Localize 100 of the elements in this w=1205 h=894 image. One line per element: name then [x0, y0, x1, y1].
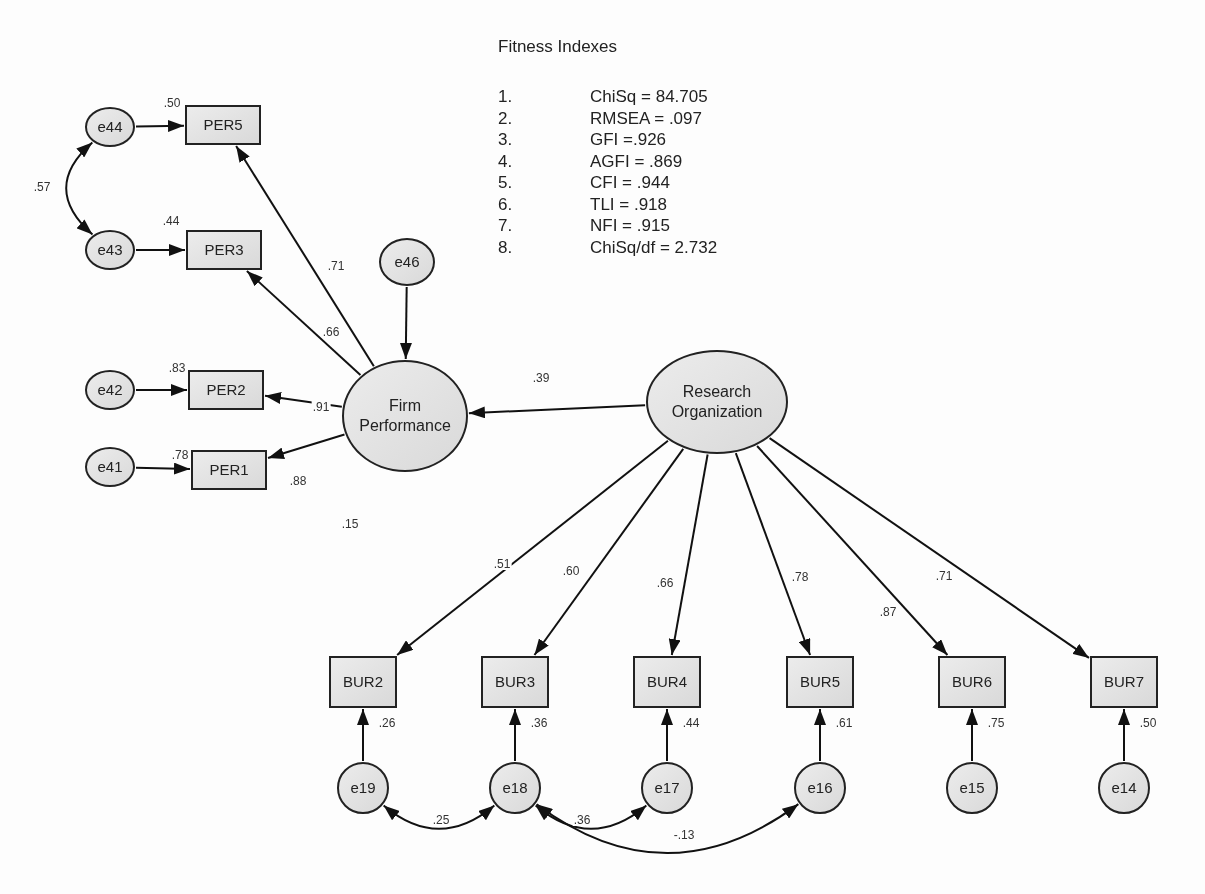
arrow [399, 286, 412, 360]
arrow [135, 119, 185, 132]
edge-label: .88 [288, 475, 308, 487]
squared-multiple-correlation: .50 [1139, 717, 1157, 729]
arrow [509, 708, 521, 762]
observed-variable-box [186, 230, 262, 270]
fit-index-value: TLI = .918 [590, 193, 669, 215]
error-term-name: e43 [97, 240, 123, 260]
observed-variable-box [786, 656, 854, 708]
squared-multiple-correlation: .36 [530, 717, 548, 729]
arrow [966, 708, 978, 762]
arrow [235, 145, 375, 368]
edge-label: .66 [655, 577, 675, 589]
arrow [245, 270, 362, 377]
variable-name: PER3 [204, 240, 244, 260]
variable-name: BUR5 [800, 672, 840, 692]
arrow [661, 708, 673, 762]
edge-label: -.13 [672, 829, 696, 841]
error-term-circle [946, 762, 998, 814]
observed-variable-box [188, 370, 264, 410]
observed-variable-box [633, 656, 701, 708]
list-number: 5. [498, 172, 514, 194]
list-number: 2. [498, 107, 514, 129]
error-term-name: e41 [97, 457, 123, 477]
arrow [135, 244, 186, 256]
variable-name: BUR3 [495, 672, 535, 692]
squared-multiple-correlation: .75 [987, 717, 1005, 729]
error-term-circle [379, 238, 435, 286]
list-number: 7. [498, 215, 514, 237]
double-headed-arrow [382, 804, 496, 830]
latent-variable-name: Research Organization [670, 382, 764, 422]
observed-variable-box [185, 105, 261, 145]
double-headed-arrow [534, 804, 648, 830]
arrow [734, 452, 812, 656]
list-number: 4. [498, 150, 514, 172]
arrow [1118, 708, 1130, 762]
edge-label: .71 [934, 570, 954, 582]
arrow [668, 453, 709, 656]
squared-multiple-correlation: .44 [682, 717, 700, 729]
error-term-name: e17 [654, 778, 680, 798]
list-number: 3. [498, 129, 514, 151]
arrow [756, 445, 949, 656]
error-term-circle [85, 447, 135, 487]
squared-multiple-correlation: .44 [162, 215, 180, 227]
error-term-circle [85, 370, 135, 410]
variable-name: PER1 [209, 460, 249, 480]
variable-name: BUR2 [343, 672, 383, 692]
edge-label: .91 [311, 401, 331, 413]
edge-label: .57 [32, 181, 52, 193]
error-term-circle [85, 107, 135, 147]
error-term-circle [1098, 762, 1150, 814]
arrow [768, 437, 1090, 659]
error-term-name: e19 [350, 778, 376, 798]
error-term-name: e16 [807, 778, 833, 798]
edge-label: .60 [561, 565, 581, 577]
arrow [135, 462, 191, 475]
fit-index-value: AGFI = .869 [590, 150, 684, 172]
squared-multiple-correlation: .78 [171, 449, 189, 461]
edge-label: .87 [878, 606, 898, 618]
observed-variable-box [191, 450, 267, 490]
fit-index-value: NFI = .915 [590, 215, 671, 237]
error-term-name: e14 [1111, 778, 1137, 798]
variable-name: BUR6 [952, 672, 992, 692]
arrow [814, 708, 826, 762]
fit-index-value: RMSEA = .097 [590, 107, 703, 129]
error-term-circle [489, 762, 541, 814]
latent-variable-name: Firm Performance [358, 396, 452, 436]
fit-index-value: GFI =.926 [590, 129, 668, 151]
error-term-circle [641, 762, 693, 814]
squared-multiple-correlation: .61 [835, 717, 853, 729]
error-term-name: e15 [959, 778, 985, 798]
edge-label: .36 [572, 814, 592, 826]
list-number: 6. [498, 193, 514, 215]
squared-multiple-correlation: .83 [168, 362, 186, 374]
arrow [267, 433, 346, 460]
fit-index-value: ChiSq/df = 2.732 [590, 236, 718, 258]
arrow [396, 439, 669, 656]
fit-indexes-heading: Fitness Indexes [498, 36, 618, 58]
squared-multiple-correlation: .15 [341, 518, 359, 530]
fit-index-value: ChiSq = 84.705 [590, 86, 709, 108]
arrow [467, 404, 647, 419]
error-term-name: e18 [502, 778, 528, 798]
observed-variable-box [938, 656, 1006, 708]
edge-label: .78 [790, 571, 810, 583]
observed-variable-box [1090, 656, 1158, 708]
squared-multiple-correlation: .26 [378, 717, 396, 729]
error-term-circle [337, 762, 389, 814]
edge-label: .71 [326, 260, 346, 272]
fit-index-value: CFI = .944 [590, 172, 671, 194]
arrow [135, 384, 188, 396]
double-headed-arrow [535, 803, 800, 855]
variable-name: PER2 [206, 380, 246, 400]
edge-label: .66 [321, 326, 341, 338]
error-term-name: e46 [394, 252, 420, 272]
error-term-name: e44 [97, 117, 123, 137]
variable-name: BUR7 [1104, 672, 1144, 692]
error-term-circle [85, 230, 135, 270]
edge-label: .25 [431, 814, 451, 826]
error-term-name: e42 [97, 380, 123, 400]
observed-variable-box [481, 656, 549, 708]
